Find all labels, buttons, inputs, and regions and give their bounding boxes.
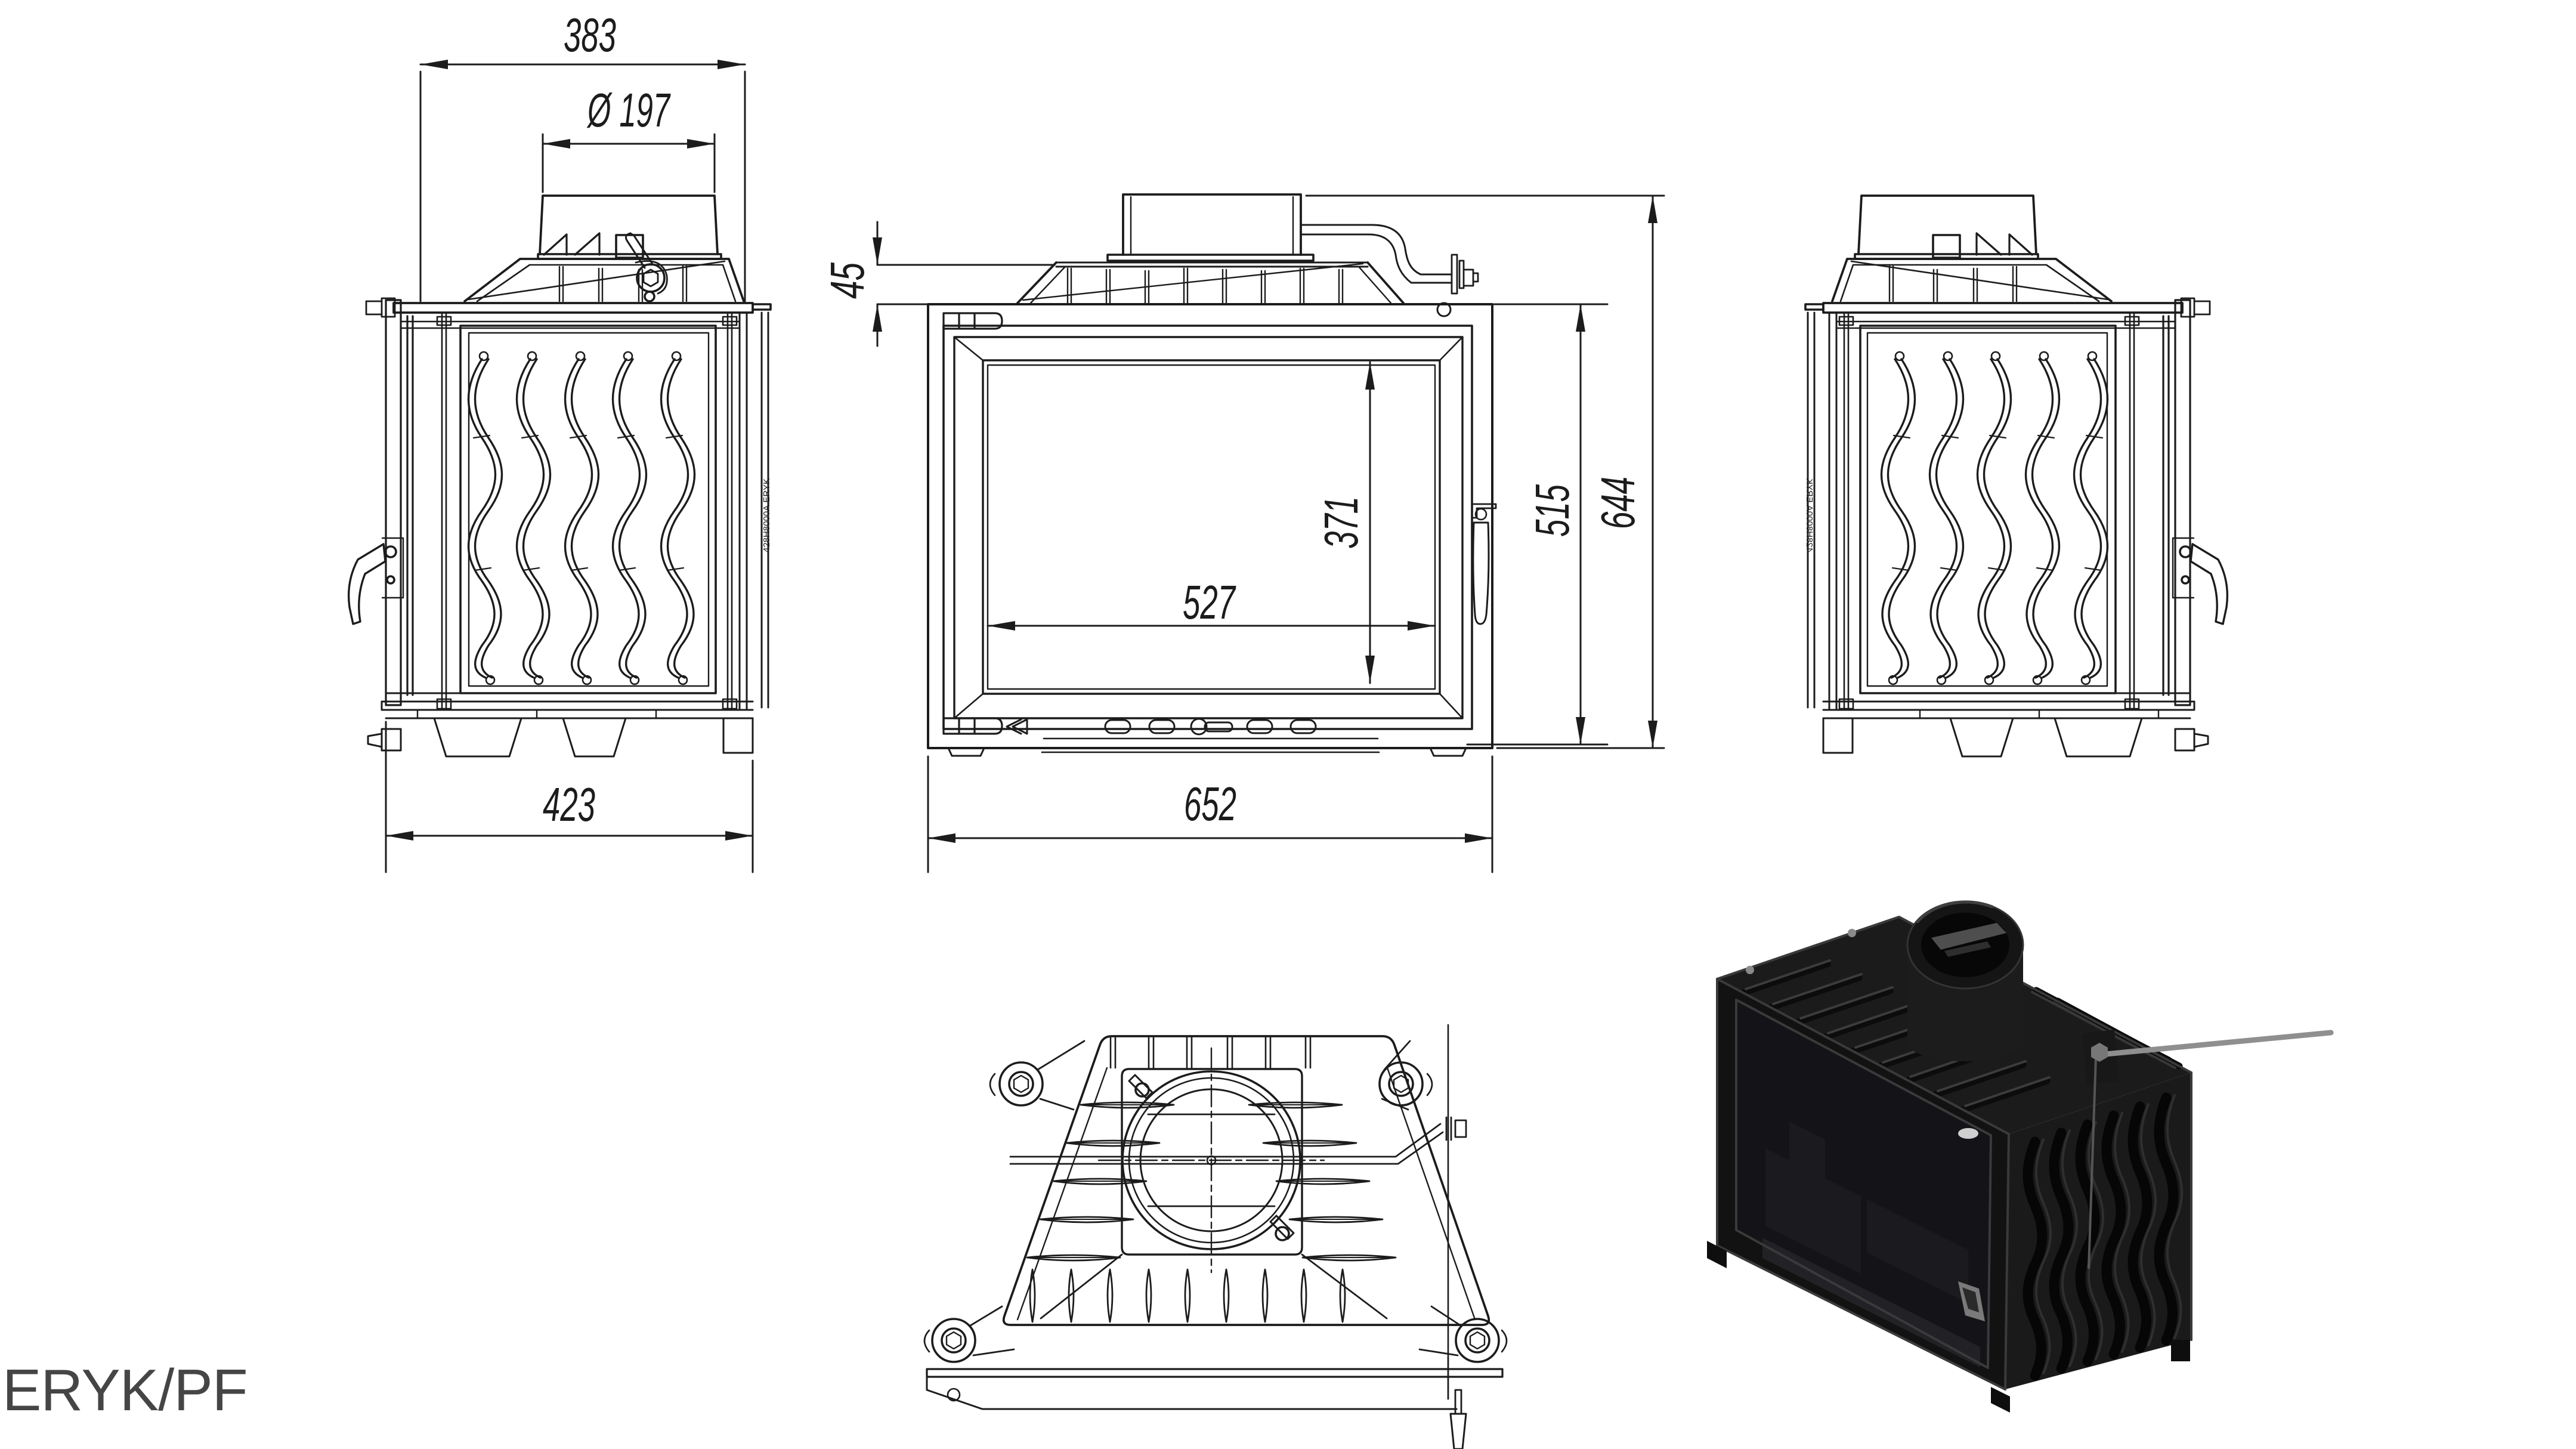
svg-text:527: 527 — [1183, 576, 1236, 629]
svg-text:Ø 197: Ø 197 — [586, 84, 670, 137]
svg-text:371: 371 — [1315, 496, 1368, 549]
svg-text:428H8000A.ERYK: 428H8000A.ERYK — [762, 478, 772, 552]
svg-text:652: 652 — [1184, 777, 1236, 830]
svg-text:ERYK/PF: ERYK/PF — [2, 1357, 248, 1423]
svg-text:644: 644 — [1591, 477, 1644, 529]
svg-text:515: 515 — [1526, 484, 1579, 537]
svg-text:423: 423 — [543, 778, 595, 831]
svg-text:45: 45 — [821, 262, 874, 299]
svg-text:383: 383 — [564, 8, 616, 61]
